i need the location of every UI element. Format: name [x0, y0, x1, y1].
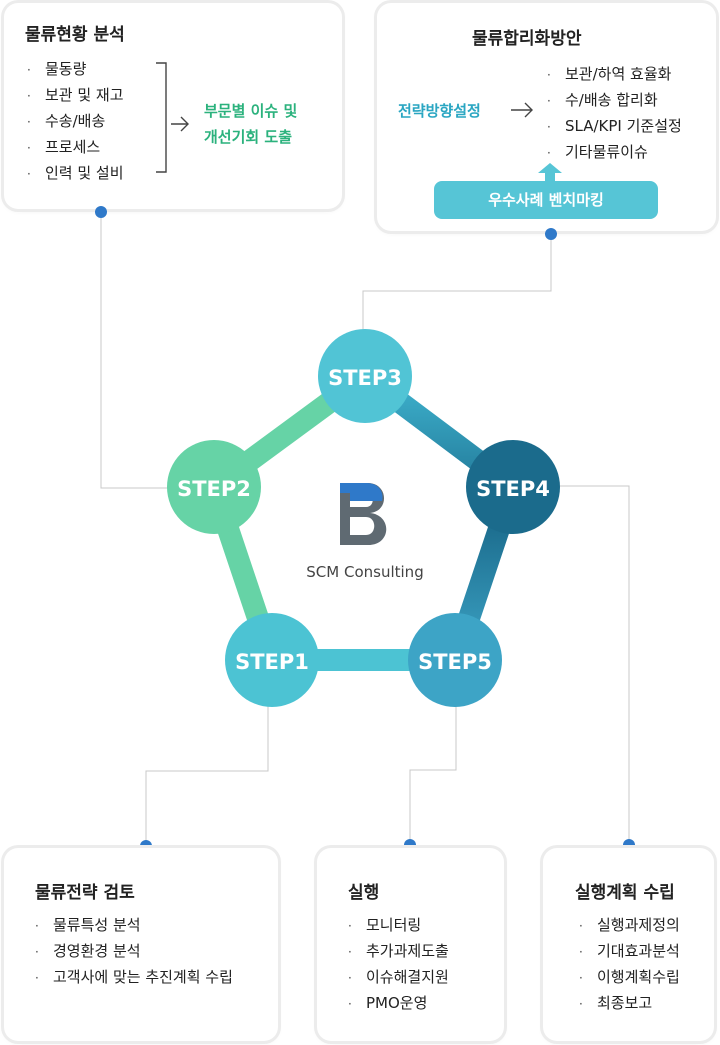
step1-label: STEP1 — [235, 650, 309, 674]
strategy-direction-label: 전략방향설정 — [398, 102, 481, 120]
bullet-icon: · — [35, 919, 39, 933]
arrow-right-icon — [511, 102, 533, 118]
list-item: ·보관/하역 효율화 — [547, 61, 682, 87]
connector-step4-box5 — [560, 485, 630, 845]
list-item: ·인력 및 설비 — [27, 160, 124, 186]
benchmarking-button: 우수사례 벤치마킹 — [434, 181, 658, 219]
strategy-review-title: 물류전략 검토 — [35, 883, 135, 903]
list-item: ·이슈해결지원 — [348, 964, 449, 990]
list-item: ·경영환경 분석 — [35, 938, 233, 964]
list-item: ·프로세스 — [27, 134, 124, 160]
step3-node: STEP3 — [318, 329, 412, 423]
step5-node: STEP5 — [408, 613, 502, 707]
bullet-icon: · — [547, 94, 551, 108]
bullet-icon: · — [27, 89, 31, 103]
rationalization-list: ·보관/하역 효율화 ·수/배송 합리화 ·SLA/KPI 기준설정 ·기타물류… — [547, 61, 682, 165]
connector-box2-step3 — [362, 233, 552, 352]
list-item: ·PMO운영 — [348, 990, 449, 1016]
bullet-icon: · — [348, 997, 352, 1011]
strategy-review-list: ·물류특성 분석 ·경영환경 분석 ·고객사에 맞는 추진계획 수립 — [35, 912, 233, 990]
center-label: SCM Consulting — [306, 563, 423, 581]
connector-dot — [545, 228, 557, 240]
list-item: ·SLA/KPI 기준설정 — [547, 113, 682, 139]
step5-label: STEP5 — [418, 650, 492, 674]
bullet-icon: · — [579, 997, 583, 1011]
list-item: ·보관 및 재고 — [27, 82, 124, 108]
list-item: ·수/배송 합리화 — [547, 87, 682, 113]
execution-box: 실행 ·모니터링 ·추가과제도출 ·이슈해결지원 ·PMO운영 — [317, 848, 504, 1041]
analysis-result-line1: 부문별 이슈 및 — [204, 102, 298, 120]
strategy-review-box: 물류전략 검토 ·물류특성 분석 ·경영환경 분석 ·고객사에 맞는 추진계획 … — [4, 848, 278, 1041]
step3-label: STEP3 — [328, 366, 402, 390]
list-item: ·추가과제도출 — [348, 938, 449, 964]
execution-list: ·모니터링 ·추가과제도출 ·이슈해결지원 ·PMO운영 — [348, 912, 449, 1016]
analysis-title: 물류현황 분석 — [25, 25, 125, 45]
bullet-icon: · — [547, 68, 551, 82]
bullet-icon: · — [27, 115, 31, 129]
list-item: ·이행계획수립 — [579, 964, 680, 990]
analysis-box: 물류현황 분석 ·물동량 ·보관 및 재고 ·수송/배송 ·프로세스 ·인력 및… — [4, 3, 342, 209]
step2-node: STEP2 — [167, 440, 261, 534]
step2-label: STEP2 — [177, 477, 251, 501]
bullet-icon: · — [27, 141, 31, 155]
step1-node: STEP1 — [225, 613, 319, 707]
bullet-icon: · — [348, 945, 352, 959]
list-item: ·기대효과분석 — [579, 938, 680, 964]
rationalization-title: 물류합리화방안 — [472, 29, 582, 49]
connector-box1-step2 — [100, 212, 190, 489]
list-item: ·물동량 — [27, 56, 124, 82]
list-item: ·물류특성 분석 — [35, 912, 233, 938]
execution-plan-box: 실행계획 수립 ·실행과제정의 ·기대효과분석 ·이행계획수립 ·최종보고 — [543, 848, 714, 1041]
list-item: ·기타물류이슈 — [547, 139, 682, 165]
bullet-icon: · — [579, 971, 583, 985]
execution-plan-list: ·실행과제정의 ·기대효과분석 ·이행계획수립 ·최종보고 — [579, 912, 680, 1016]
analysis-result-line2: 개선기회 도출 — [204, 128, 293, 146]
execution-title: 실행 — [348, 883, 380, 903]
bullet-icon: · — [547, 146, 551, 160]
step4-node: STEP4 — [466, 440, 560, 534]
bullet-icon: · — [348, 971, 352, 985]
arrow-up-icon — [538, 163, 562, 182]
list-item: ·수송/배송 — [27, 108, 124, 134]
connector-dot — [95, 206, 107, 218]
connector-step1-box3 — [145, 700, 269, 846]
scm-logo — [340, 483, 387, 545]
bullet-icon: · — [547, 120, 551, 134]
bullet-icon: · — [579, 919, 583, 933]
bullet-icon: · — [35, 971, 39, 985]
list-item: ·실행과제정의 — [579, 912, 680, 938]
execution-plan-title: 실행계획 수립 — [575, 883, 675, 903]
bullet-icon: · — [35, 945, 39, 959]
rationalization-box: 물류합리화방안 전략방향설정 ·보관/하역 효율화 ·수/배송 합리화 ·SLA… — [377, 3, 716, 231]
list-item: ·고객사에 맞는 추진계획 수립 — [35, 964, 233, 990]
step4-label: STEP4 — [476, 477, 550, 501]
list-item: ·최종보고 — [579, 990, 680, 1016]
bullet-icon: · — [348, 919, 352, 933]
connector-step5-box4 — [409, 700, 457, 845]
analysis-list: ·물동량 ·보관 및 재고 ·수송/배송 ·프로세스 ·인력 및 설비 — [27, 56, 124, 186]
list-item: ·모니터링 — [348, 912, 449, 938]
bullet-icon: · — [27, 167, 31, 181]
bullet-icon: · — [579, 945, 583, 959]
bullet-icon: · — [27, 63, 31, 77]
bracket-arrow-icon — [156, 62, 189, 173]
